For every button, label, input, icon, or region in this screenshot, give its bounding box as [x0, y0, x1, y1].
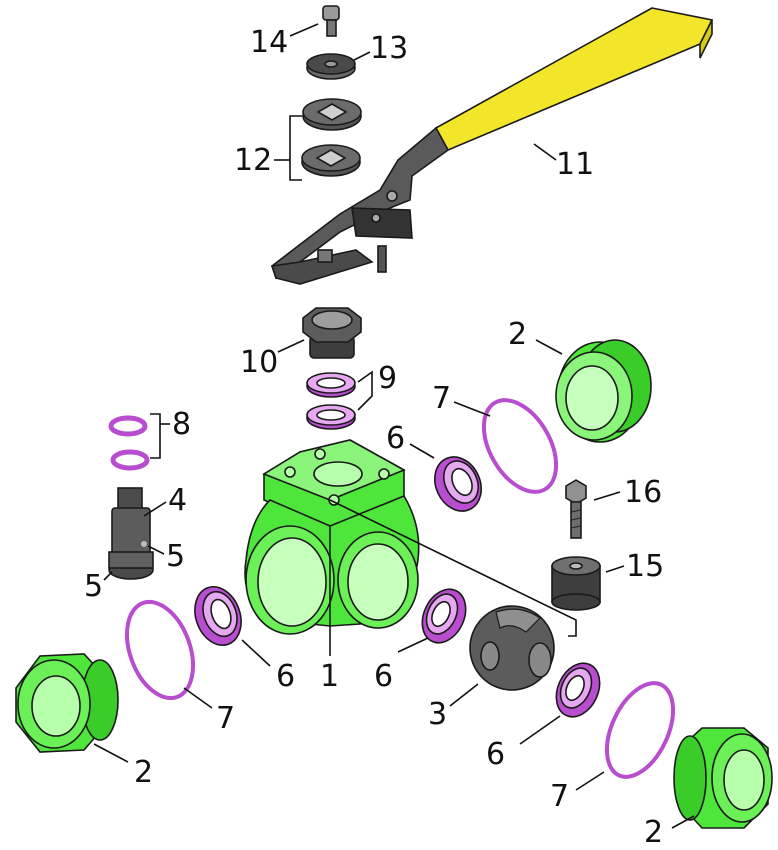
label-body: 1	[320, 659, 339, 694]
label-stop-bolt: 16	[624, 475, 662, 510]
handle-clamp	[351, 207, 413, 239]
end-connector-right	[673, 727, 773, 829]
label-stem-hole-right: 5	[166, 539, 185, 574]
label-handle: 11	[556, 147, 594, 182]
label-gland-nut: 10	[240, 345, 278, 380]
valve-body	[244, 439, 420, 635]
stop-block	[551, 556, 601, 611]
stem	[108, 487, 154, 580]
washer-lower	[301, 144, 361, 177]
label-stem-hole-left: 5	[84, 569, 103, 604]
washer-upper	[302, 98, 362, 131]
label-o-ring-right: 7	[550, 779, 569, 814]
label-o-ring-top: 7	[432, 381, 451, 416]
o-ring-top	[481, 398, 559, 494]
stem-o-ring-upper	[108, 415, 148, 437]
stem-o-ring-lower	[110, 449, 150, 471]
label-washers: 12	[234, 143, 272, 178]
label-gland-rings: 9	[378, 361, 397, 396]
label-screw: 14	[250, 25, 288, 60]
gland-ring-upper	[306, 372, 356, 398]
handle	[270, 7, 714, 285]
o-ring-right	[604, 681, 676, 779]
label-end-connector-top: 2	[508, 317, 527, 352]
label-seat-ring-top: 6	[386, 421, 405, 456]
lock-washer	[306, 53, 356, 80]
label-o-ring-left: 7	[216, 701, 235, 736]
handle-tab	[377, 245, 387, 273]
gland-nut	[302, 307, 362, 359]
handle-base	[270, 249, 374, 285]
handle-grip	[434, 7, 714, 152]
leader-lines	[93, 23, 695, 829]
label-end-connector-left: 2	[134, 755, 153, 790]
gland-ring-lower	[306, 404, 356, 430]
seat-ring-right	[555, 662, 601, 718]
handle-pin-hole-2	[371, 213, 381, 223]
handle-pin-hole	[386, 190, 398, 202]
label-lock-washer: 13	[370, 31, 408, 66]
screw	[322, 5, 340, 37]
seat-ring-top	[434, 456, 482, 512]
seat-ring-center	[421, 588, 467, 644]
label-end-connector-right: 2	[644, 815, 663, 850]
callout-labels: 14 13 12 11 10 9 8 4 5 5 2 7 6 16 15 6 1…	[84, 25, 664, 850]
handle-grip-end	[699, 19, 713, 59]
label-ball: 3	[428, 697, 447, 732]
seat-ring-left	[194, 586, 242, 646]
stem-hole-dot	[141, 541, 147, 547]
end-connector-left	[15, 653, 119, 753]
label-stem: 4	[168, 483, 187, 518]
label-seat-ring-right: 6	[486, 737, 505, 772]
label-seat-ring-center: 6	[374, 659, 393, 694]
ball	[469, 605, 555, 691]
handle-square-hole	[317, 249, 333, 263]
label-stop-block: 15	[626, 549, 664, 584]
label-seat-ring-left: 6	[276, 659, 295, 694]
o-ring-left	[125, 599, 195, 701]
end-connector-top	[555, 339, 652, 443]
label-stem-o-rings: 8	[172, 407, 191, 442]
stop-bolt	[565, 479, 587, 539]
